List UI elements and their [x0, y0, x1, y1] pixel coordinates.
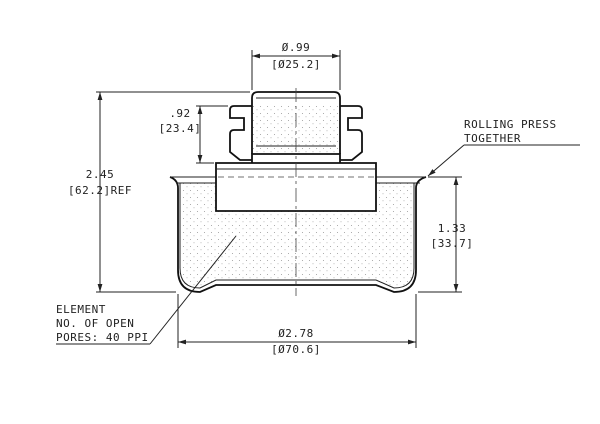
- rolling-press-note-line2: TOGETHER: [464, 132, 521, 145]
- bottom-diameter-mm: [Ø70.6]: [271, 343, 321, 356]
- cup-inner-wall: [179, 183, 415, 289]
- overall-height-mm: [62.2]REF: [68, 184, 132, 197]
- bottom-diameter-inch: Ø2.78: [278, 327, 314, 340]
- cup-height-inch: 1.33: [438, 222, 467, 235]
- element-note-line3: PORES: 40 PPI: [56, 331, 149, 344]
- element-note-line2: NO. OF OPEN: [56, 317, 134, 330]
- neck: [251, 153, 341, 163]
- porous-element-fill: [180, 183, 414, 288]
- cap-flange-left: [229, 105, 252, 161]
- cup-outer-wall: [169, 176, 427, 293]
- cap-flange-right: [340, 105, 363, 161]
- neck-height-mm: [23.4]: [159, 122, 202, 135]
- top-diameter-inch: Ø.99: [282, 41, 311, 54]
- element-leader: [149, 235, 237, 345]
- top-diameter-mm: [Ø25.2]: [271, 58, 321, 71]
- inner-sleeve: [215, 162, 377, 212]
- rolling-press-leader: [427, 144, 465, 177]
- neck-height-inch: .92: [169, 107, 190, 120]
- rolling-press-note-line1: ROLLING PRESS: [464, 118, 557, 131]
- cup-height-mm: [33.7]: [431, 237, 474, 250]
- element-note-line1: ELEMENT: [56, 303, 106, 316]
- overall-height-inch: 2.45: [86, 168, 115, 181]
